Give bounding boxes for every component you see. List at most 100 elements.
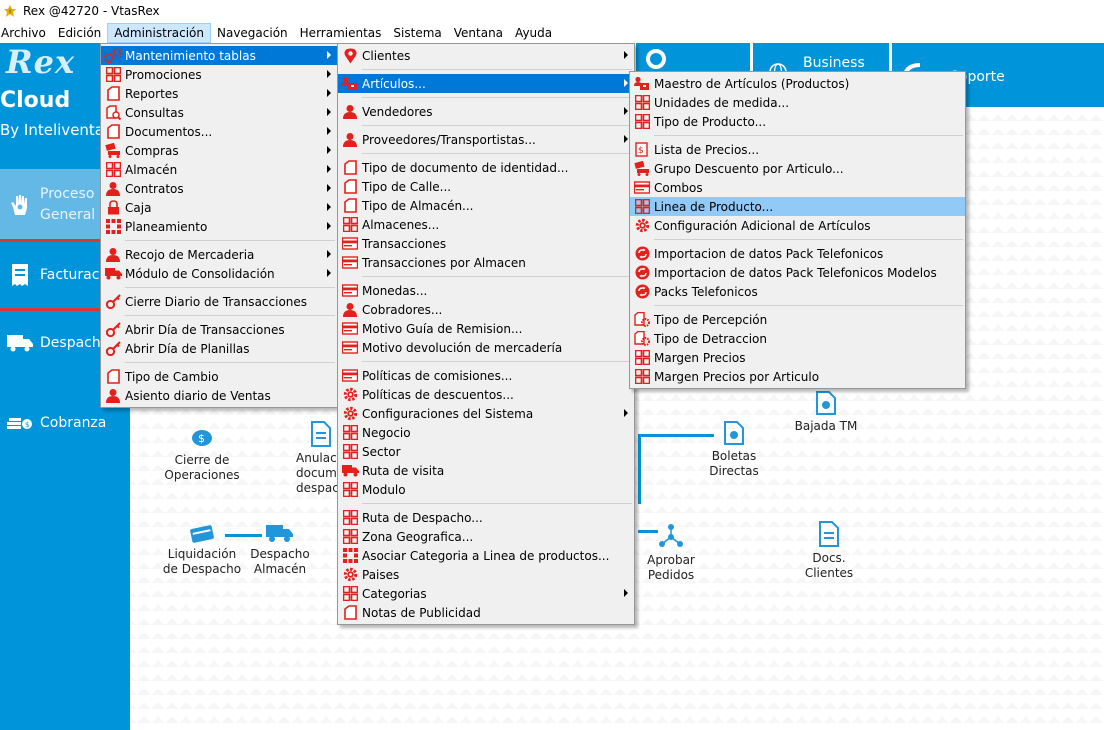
menu-item-label: Almacén bbox=[125, 162, 178, 177]
menu-item-label: Recojo de Mercaderia bbox=[125, 247, 255, 262]
menu-archivo[interactable]: Archivo bbox=[1, 25, 46, 40]
admin-item-almacen[interactable]: Almacén bbox=[101, 160, 337, 179]
mant-item-almacenes[interactable]: Almacenes... bbox=[338, 215, 634, 234]
articulos-item-grupo-descuento-por-articulo[interactable]: Grupo Descuento por Articulo... bbox=[630, 159, 965, 178]
menu-item-label: Vendedores bbox=[362, 104, 433, 119]
menu-sistema[interactable]: Sistema bbox=[393, 25, 442, 40]
submenu-arrow-icon bbox=[327, 146, 331, 154]
menu-item-label: Importacion de datos Pack Telefonicos bbox=[654, 246, 884, 261]
articulos-item-maestro-de-articulos-productos[interactable]: Maestro de Artículos (Productos) bbox=[630, 74, 965, 93]
mant-item-motivo-devolucion-de-mercaderia[interactable]: Motivo devolución de mercadería bbox=[338, 338, 634, 357]
articulos-item-margen-precios-por-articulo[interactable]: Margen Precios por Articulo bbox=[630, 367, 965, 386]
menu-separator bbox=[125, 240, 335, 241]
card-icon bbox=[341, 236, 359, 252]
menu-item-label: Linea de Producto... bbox=[654, 199, 774, 214]
mant-item-paises[interactable]: Paises bbox=[338, 565, 634, 584]
card-icon bbox=[341, 340, 359, 356]
admin-item-abrir-dia-de-planillas[interactable]: Abrir Día de Planillas bbox=[101, 339, 337, 358]
node-bajada-tm[interactable]: Bajada TM bbox=[786, 391, 866, 434]
mant-item-cobradores[interactable]: Cobradores... bbox=[338, 300, 634, 319]
articulos-item-tipo-de-percepcion[interactable]: Tipo de Percepción bbox=[630, 310, 965, 329]
menu-item-label: Notas de Publicidad bbox=[362, 605, 481, 620]
articulos-item-lista-de-precios[interactable]: $Lista de Precios... bbox=[630, 140, 965, 159]
articulos-item-margen-precios[interactable]: Margen Precios bbox=[630, 348, 965, 367]
mant-item-zona-geografica[interactable]: Zona Geografica... bbox=[338, 527, 634, 546]
mant-item-motivo-guia-de-remision[interactable]: Motivo Guía de Remision... bbox=[338, 319, 634, 338]
menu-item-label: Lista de Precios... bbox=[654, 142, 760, 157]
document-icon bbox=[341, 160, 359, 176]
flow-line bbox=[225, 534, 262, 537]
mant-item-configuraciones-del-sistema[interactable]: Configuraciones del Sistema bbox=[338, 404, 634, 423]
mant-item-vendedores[interactable]: Vendedores bbox=[338, 102, 634, 121]
admin-item-mantenimiento-tablas[interactable]: Mantenimiento tablas bbox=[101, 46, 337, 65]
articulos-item-combos[interactable]: Combos bbox=[630, 178, 965, 197]
flow-line bbox=[638, 434, 714, 437]
node-cierre-operaciones[interactable]: $ Cierre de Operaciones bbox=[160, 427, 244, 483]
node-boletas-directas[interactable]: Boletas Directas bbox=[695, 421, 773, 479]
menu-separator bbox=[125, 287, 335, 288]
sidebar-item-cobranza[interactable]: $ Cobranza bbox=[0, 393, 130, 453]
mant-item-ruta-de-visita[interactable]: Ruta de visita bbox=[338, 461, 634, 480]
node-liquidacion-despacho[interactable]: Liquidación de Despacho bbox=[160, 523, 244, 577]
sidebar-item-despacho[interactable]: Despacho bbox=[0, 313, 130, 373]
card-icon bbox=[341, 321, 359, 337]
mant-item-asociar-categoria-a-linea-de-productos[interactable]: Asociar Categoria a Linea de productos..… bbox=[338, 546, 634, 565]
mant-item-monedas[interactable]: Monedas... bbox=[338, 281, 634, 300]
menu-herramientas[interactable]: Herramientas bbox=[299, 25, 382, 40]
admin-item-asiento-diario-de-ventas[interactable]: Asiento diario de Ventas bbox=[101, 386, 337, 405]
menu-ventana[interactable]: Ventana bbox=[453, 25, 504, 40]
admin-item-recojo-de-mercaderia[interactable]: Recojo de Mercaderia bbox=[101, 245, 337, 264]
admin-item-planeamiento[interactable]: Planeamiento bbox=[101, 217, 337, 236]
mant-item-categorias[interactable]: Categorias bbox=[338, 584, 634, 603]
node-despacho-almacen[interactable]: Despacho Almacén bbox=[244, 523, 316, 577]
admin-item-consultas[interactable]: Consultas bbox=[101, 103, 337, 122]
mant-item-articulos[interactable]: Artículos... bbox=[338, 74, 634, 93]
node-docs-clientes[interactable]: Docs. Clientes bbox=[792, 521, 866, 581]
mant-item-notas-de-publicidad[interactable]: Notas de Publicidad bbox=[338, 603, 634, 622]
admin-item-modulo-de-consolidacion[interactable]: Módulo de Consolidación bbox=[101, 264, 337, 283]
admin-item-tipo-de-cambio[interactable]: Tipo de Cambio bbox=[101, 367, 337, 386]
articulos-item-packs-telefonicos[interactable]: Packs Telefonicos bbox=[630, 282, 965, 301]
mant-item-transacciones-por-almacen[interactable]: Transacciones por Almacen bbox=[338, 253, 634, 272]
menu-navegacion[interactable]: Navegación bbox=[216, 25, 288, 40]
articulos-item-importacion-de-datos-pack-telefonicos[interactable]: Importacion de datos Pack Telefonicos bbox=[630, 244, 965, 263]
articulos-item-linea-de-producto[interactable]: Linea de Producto... bbox=[630, 197, 965, 216]
mant-item-tipo-de-documento-de-identidad[interactable]: Tipo de documento de identidad... bbox=[338, 158, 634, 177]
mant-item-ruta-de-despacho[interactable]: Ruta de Despacho... bbox=[338, 508, 634, 527]
mant-item-negocio[interactable]: Negocio bbox=[338, 423, 634, 442]
admin-item-abrir-dia-de-transacciones[interactable]: Abrir Día de Transacciones bbox=[101, 320, 337, 339]
mant-item-proveedores-transportistas[interactable]: Proveedores/Transportistas... bbox=[338, 130, 634, 149]
mant-item-politicas-de-comisiones[interactable]: Políticas de comisiones... bbox=[338, 366, 634, 385]
mant-item-sector[interactable]: Sector bbox=[338, 442, 634, 461]
admin-item-compras[interactable]: Compras bbox=[101, 141, 337, 160]
sidebar-divider bbox=[0, 308, 130, 311]
articulos-item-configuracion-adicional-de-articulos[interactable]: Configuración Adicional de Artículos bbox=[630, 216, 965, 235]
node-label: Cierre de Operaciones bbox=[164, 453, 240, 482]
admin-item-cierre-diario-de-transacciones[interactable]: Cierre Diario de Transacciones bbox=[101, 292, 337, 311]
articulos-item-tipo-de-detraccion[interactable]: Tipo de Detraccion bbox=[630, 329, 965, 348]
articulos-item-unidades-de-medida[interactable]: Unidades de medida... bbox=[630, 93, 965, 112]
tile-icon bbox=[646, 49, 666, 69]
mant-item-tipo-de-almacen[interactable]: Tipo de Almacén... bbox=[338, 196, 634, 215]
mant-item-transacciones[interactable]: Transacciones bbox=[338, 234, 634, 253]
articulos-item-importacion-de-datos-pack-telefonicos-modelos[interactable]: Importacion de datos Pack Telefonicos Mo… bbox=[630, 263, 965, 282]
admin-item-caja[interactable]: Caja bbox=[101, 198, 337, 217]
mant-item-modulo[interactable]: Modulo bbox=[338, 480, 634, 499]
mant-item-clientes[interactable]: Clientes bbox=[338, 46, 634, 65]
menu-ayuda[interactable]: Ayuda bbox=[515, 25, 553, 40]
node-aprobar-pedidos[interactable]: Aprobar Pedidos bbox=[633, 523, 709, 583]
menu-administracion[interactable]: Administración bbox=[107, 22, 211, 43]
admin-item-contratos[interactable]: Contratos bbox=[101, 179, 337, 198]
admin-item-promociones[interactable]: Promociones bbox=[101, 65, 337, 84]
download-doc-icon bbox=[816, 391, 836, 415]
menu-edicion[interactable]: Edición bbox=[57, 25, 102, 40]
articulos-item-tipo-de-producto[interactable]: Tipo de Producto... bbox=[630, 112, 965, 131]
grid-icon bbox=[104, 162, 122, 178]
mant-item-tipo-de-calle[interactable]: Tipo de Calle... bbox=[338, 177, 634, 196]
admin-item-reportes[interactable]: Reportes bbox=[101, 84, 337, 103]
person-icon bbox=[104, 181, 122, 197]
mant-item-politicas-de-descuentos[interactable]: Políticas de descuentos... bbox=[338, 385, 634, 404]
admin-item-documentos[interactable]: Documentos... bbox=[101, 122, 337, 141]
grid-icon bbox=[633, 114, 651, 130]
